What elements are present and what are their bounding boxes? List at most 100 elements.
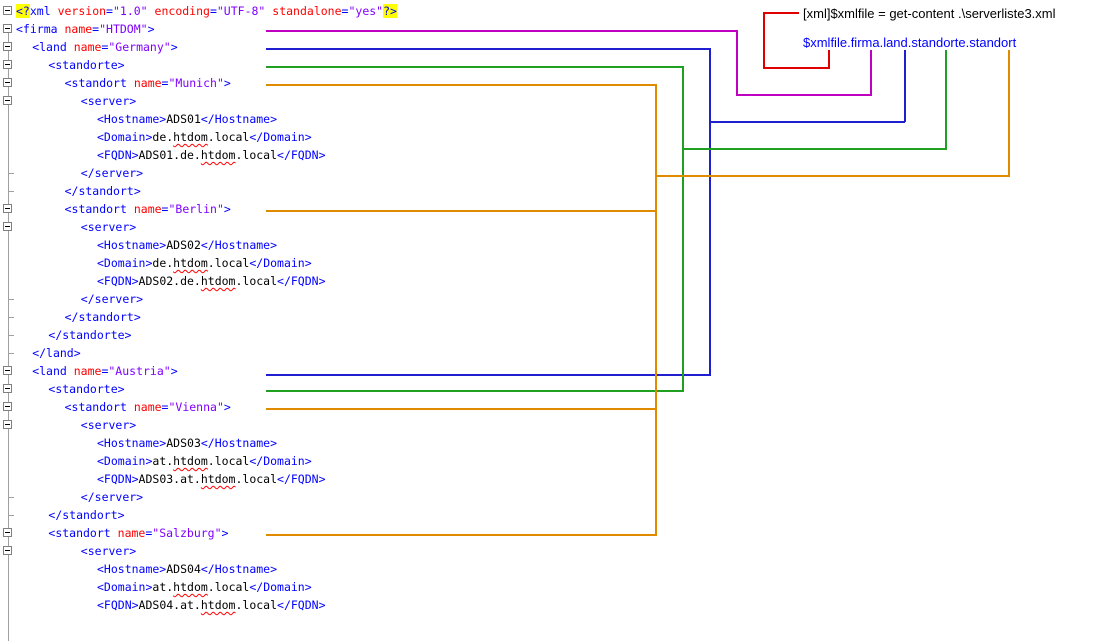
code-token: ADS03 [166, 436, 201, 450]
code-token: </standort> [64, 184, 141, 198]
code-line: <standort name="Vienna"> [65, 398, 231, 416]
spellcheck-word: htdom [200, 148, 236, 162]
minus-box-icon[interactable] [3, 222, 12, 231]
decl-value-version: "1.0" [112, 4, 148, 18]
code-token: .local [207, 130, 250, 144]
code-token: <land [32, 364, 74, 378]
fold-end-marker [8, 299, 14, 300]
code-token: </standort> [48, 508, 125, 522]
code-line: <standort name="Munich"> [65, 74, 231, 92]
minus-box-icon[interactable] [3, 528, 12, 537]
connector-standort [266, 84, 657, 536]
decl-attr-encoding: encoding [154, 4, 210, 18]
fold-end-marker [8, 515, 14, 516]
code-line: <land name="Austria"> [32, 362, 177, 380]
code-line: <FQDN>ADS04.at.htdom.local</FQDN> [97, 596, 326, 614]
path-segment-standort: .standort [965, 35, 1017, 50]
code-token: <FQDN> [97, 274, 139, 288]
code-token: "Germany" [108, 40, 171, 54]
decl-attr-standalone: standalone [272, 4, 342, 18]
code-token: <Hostname> [97, 112, 167, 126]
code-token: </FQDN> [277, 598, 326, 612]
connector-firma [266, 30, 872, 96]
code-token: name [73, 364, 102, 378]
code-token: </Domain> [249, 256, 312, 270]
code-token: "Vienna" [168, 400, 224, 414]
code-token: <Domain> [97, 454, 153, 468]
code-token: = [161, 76, 169, 90]
fold-end-marker [8, 497, 14, 498]
code-token: </Domain> [249, 454, 312, 468]
minus-box-icon[interactable] [3, 402, 12, 411]
code-token: <Domain> [97, 130, 153, 144]
minus-box-icon[interactable] [3, 546, 12, 555]
minus-box-icon[interactable] [3, 366, 12, 375]
code-token: .local [207, 454, 250, 468]
code-line: <server> [81, 218, 136, 236]
code-token: name [133, 202, 162, 216]
connector-standorte-branch [683, 50, 947, 150]
code-token: </Domain> [249, 580, 312, 594]
spellcheck-word: htdom [173, 256, 208, 270]
code-token: > [147, 22, 155, 36]
code-line: <Domain>de.htdom.local</Domain> [97, 254, 312, 272]
minus-box-icon[interactable] [3, 42, 12, 51]
code-token: .local [207, 256, 250, 270]
code-line: <server> [81, 542, 136, 560]
code-line: <FQDN>ADS01.de.htdom.local</FQDN> [97, 146, 326, 164]
minus-box-icon[interactable] [3, 420, 12, 429]
minus-box-icon[interactable] [3, 96, 12, 105]
code-line: </standorte> [48, 326, 131, 344]
minus-box-icon[interactable] [3, 60, 12, 69]
code-token: .local [235, 274, 278, 288]
fold-gutter [0, 0, 16, 641]
minus-box-icon[interactable] [3, 6, 12, 15]
fold-end-marker [8, 335, 14, 336]
code-token: .local [207, 580, 250, 594]
code-line: </standort> [48, 506, 124, 524]
code-line: <Hostname>ADS02</Hostname> [97, 236, 277, 254]
code-token: <land [32, 40, 74, 54]
minus-box-icon[interactable] [3, 78, 12, 87]
connector-standorte [266, 66, 684, 392]
code-token: <Hostname> [97, 436, 167, 450]
code-token: .local [235, 472, 278, 486]
code-token: </server> [80, 292, 144, 306]
code-token: </server> [80, 166, 144, 180]
code-token: </FQDN> [277, 148, 326, 162]
code-token: ADS02 [166, 238, 201, 252]
code-token: </server> [80, 490, 144, 504]
code-token: ADS04 [166, 562, 201, 576]
code-token: <firma [16, 22, 65, 36]
minus-box-icon[interactable] [3, 384, 12, 393]
code-line: </server> [81, 164, 143, 182]
code-token: <FQDN> [97, 148, 139, 162]
path-segment-standorte: .standorte [907, 35, 966, 50]
code-token: .local [235, 598, 278, 612]
minus-box-icon[interactable] [3, 204, 12, 213]
code-line: <standort name="Berlin"> [65, 200, 231, 218]
code-token: de. [152, 130, 174, 144]
code-token: </Hostname> [200, 238, 278, 252]
path-var: $xmlfile [803, 35, 848, 50]
code-token: "Berlin" [168, 202, 224, 216]
code-line: <standorte> [48, 56, 124, 74]
fold-end-marker [8, 353, 14, 354]
minus-box-icon[interactable] [3, 24, 12, 33]
code-token: at. [152, 580, 174, 594]
code-token: ADS01.de. [138, 148, 201, 162]
code-token: </FQDN> [277, 472, 326, 486]
code-token: </Hostname> [200, 436, 278, 450]
code-token: </Hostname> [200, 112, 278, 126]
code-line: <Domain>de.htdom.local</Domain> [97, 128, 312, 146]
code-token: <standorte> [48, 382, 125, 396]
code-line: <server> [81, 92, 136, 110]
code-token: ADS02.de. [138, 274, 201, 288]
code-token: "Salzburg" [152, 526, 222, 540]
decl-open: <? [16, 4, 30, 18]
code-token: name [64, 22, 93, 36]
spellcheck-word: htdom [200, 472, 236, 486]
code-token: </land> [32, 346, 81, 360]
code-token: name [117, 526, 146, 540]
